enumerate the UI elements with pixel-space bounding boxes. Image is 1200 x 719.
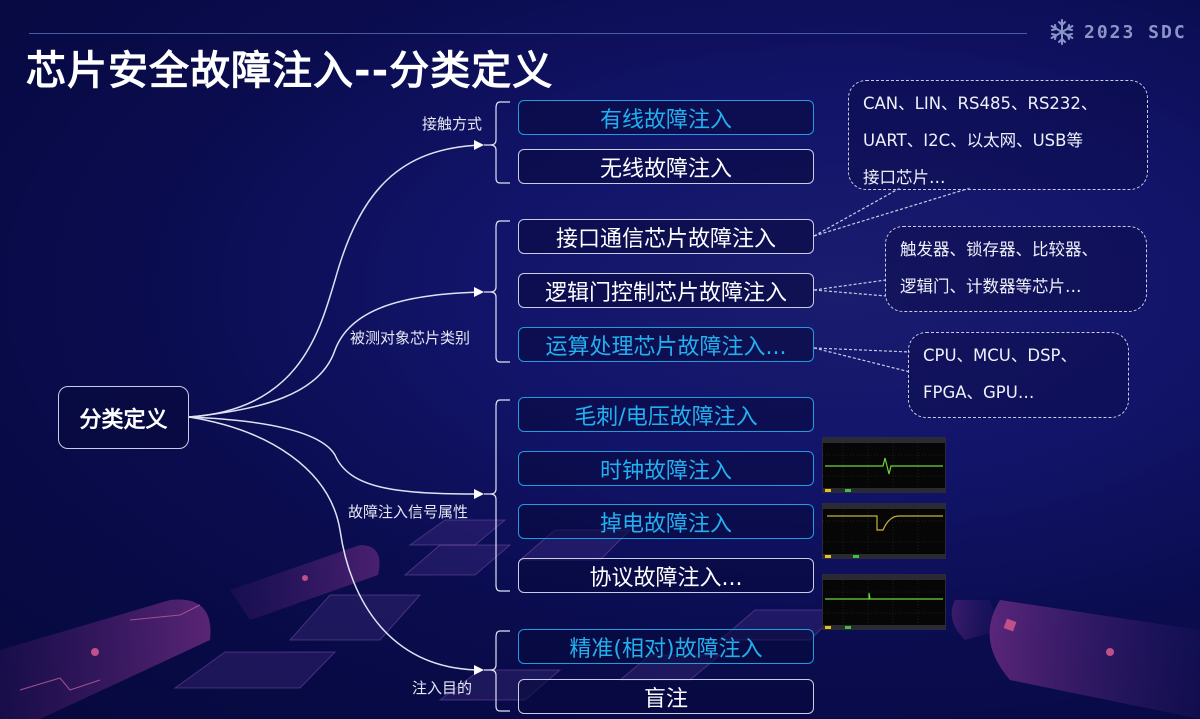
arrow-contact: [474, 140, 484, 150]
callout-interface-chips: CAN、LIN、RS485、RS232、 UART、I2C、以太网、USB等 接…: [848, 80, 1148, 190]
callout-logic-chips: 触发器、锁存器、比较器、 逻辑门、计数器等芯片…: [885, 226, 1147, 312]
callout-line: CPU、MCU、DSP、: [923, 346, 1078, 365]
callout-line: FPGA、GPU…: [923, 383, 1035, 402]
header-rule: [29, 33, 1027, 34]
leaf-power-down: 掉电故障注入: [518, 504, 814, 539]
leaf-wireless-injection: 无线故障注入: [518, 149, 814, 184]
leaf-clock: 时钟故障注入: [518, 451, 814, 486]
callout-pointer-3: [813, 347, 911, 373]
bracket-purpose: [484, 630, 510, 712]
callout-pointer-1: [813, 187, 971, 237]
snowflake-icon: [1050, 19, 1074, 45]
waveform-trace-power-down: [827, 515, 943, 531]
callout-processing-chips: CPU、MCU、DSP、 FPGA、GPU…: [908, 332, 1129, 418]
waveform-protocol-spike: [822, 574, 946, 630]
callout-line: 逻辑门、计数器等芯片…: [900, 277, 1082, 296]
category-label-purpose: 注入目的: [412, 679, 473, 697]
callout-pointer-2: [813, 279, 887, 297]
bracket-chip-type: [484, 220, 510, 363]
leaf-logic-gate-chip: 逻辑门控制芯片故障注入: [518, 273, 814, 308]
arrow-signal: [474, 489, 484, 499]
callout-line: 触发器、锁存器、比较器、: [900, 240, 1098, 259]
waveform-clock-glitch: [822, 437, 946, 493]
root-node: 分类定义: [58, 386, 189, 449]
callout-line: 接口芯片…: [863, 168, 946, 187]
waveform-trace-clock-glitch: [825, 457, 943, 475]
conference-logo: 2023 SDC: [1048, 18, 1187, 46]
arrow-purpose: [474, 665, 484, 675]
waveform-trace-protocol-spike: [825, 592, 943, 600]
arrow-chip-type: [474, 287, 484, 297]
connector-signal: [188, 416, 483, 495]
connector-chip-type: [188, 291, 483, 418]
leaf-protocol: 协议故障注入...: [518, 558, 814, 593]
leaf-blind-injection: 盲注: [518, 679, 814, 714]
callout-line: UART、I2C、以太网、USB等: [863, 131, 1083, 150]
category-label-signal: 故障注入信号属性: [348, 503, 469, 521]
waveform-power-down: [822, 503, 946, 559]
leaf-wired-injection: 有线故障注入: [518, 100, 814, 135]
leaf-processing-chip: 运算处理芯片故障注入...: [518, 327, 814, 362]
leaf-glitch-voltage: 毛刺/电压故障注入: [518, 397, 814, 432]
category-label-contact: 接触方式: [422, 115, 483, 133]
connector-purpose: [188, 416, 483, 671]
category-label-chip-type: 被测对象芯片类别: [350, 329, 471, 347]
bracket-contact: [484, 101, 510, 184]
logo-text: 2023 SDC: [1084, 21, 1187, 43]
callout-line: CAN、LIN、RS485、RS232、: [863, 94, 1098, 113]
leaf-precise-injection: 精准(相对)故障注入: [518, 629, 814, 664]
connector-contact: [188, 144, 483, 418]
page-title: 芯片安全故障注入--分类定义: [26, 48, 554, 94]
leaf-interface-chip: 接口通信芯片故障注入: [518, 219, 814, 254]
bracket-signal: [484, 399, 510, 592]
